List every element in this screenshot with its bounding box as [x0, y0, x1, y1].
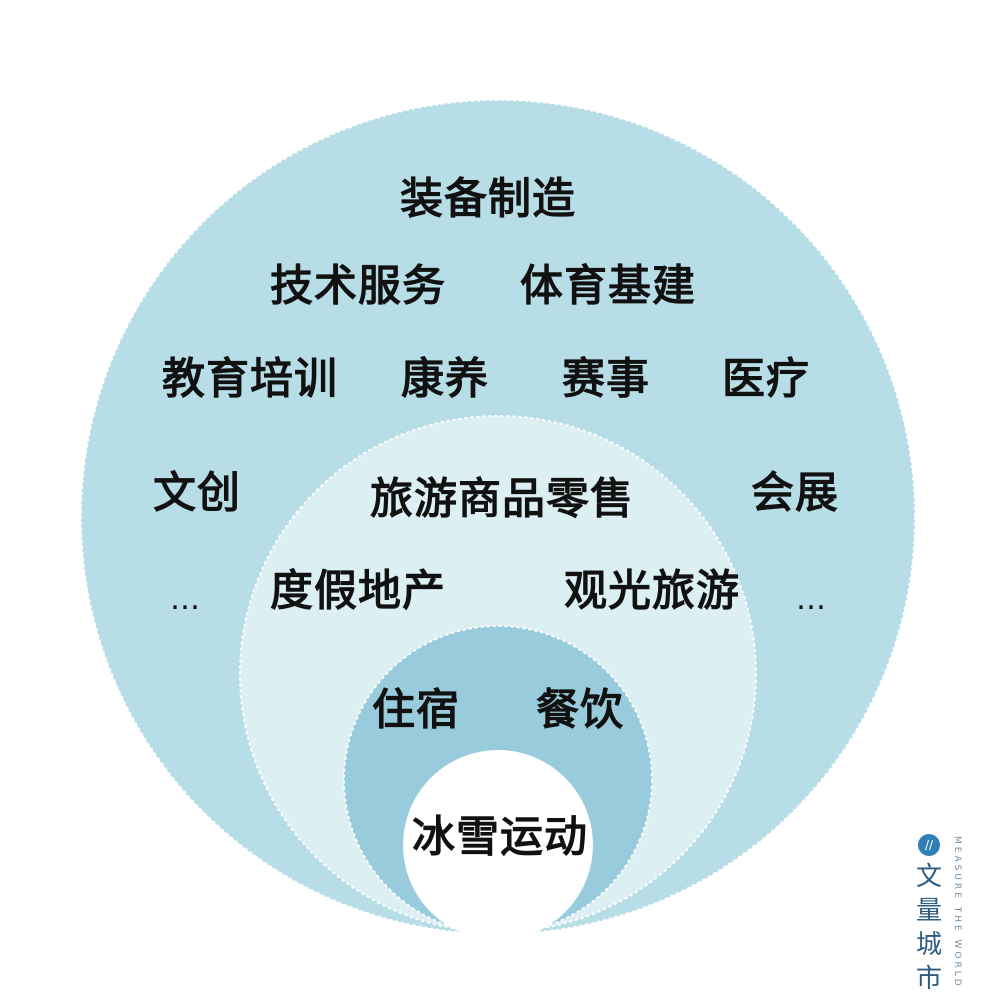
label-cultural-creative: 文创: [153, 468, 241, 519]
label-sightseeing: 观光旅游: [564, 566, 740, 617]
label-wellness: 康养: [401, 354, 489, 405]
core-circle: [403, 750, 593, 940]
label-catering: 餐饮: [536, 685, 624, 736]
label-ellipsis-right: …: [796, 582, 828, 617]
label-ellipsis-left: …: [170, 582, 202, 617]
label-medical: 医疗: [722, 354, 810, 405]
label-events: 赛事: [562, 354, 650, 405]
brand-watermark: // 文量城市 MEASURE THE WORLD: [912, 834, 972, 1004]
brand-tagline: MEASURE THE WORLD: [952, 836, 962, 989]
label-technical-services: 技术服务: [270, 261, 446, 312]
brand-logo-icon: //: [918, 834, 940, 856]
label-tourism-retail: 旅游商品零售: [370, 474, 634, 525]
label-exhibitions: 会展: [751, 468, 839, 519]
label-equipment-manufacturing: 装备制造: [400, 174, 576, 225]
label-core-ice-snow-sports: 冰雪运动: [412, 812, 588, 863]
label-sports-infrastructure: 体育基建: [520, 261, 696, 312]
label-education-training: 教育培训: [162, 354, 338, 405]
label-resort-real-estate: 度假地产: [270, 566, 446, 617]
brand-name: 文量城市: [916, 862, 943, 994]
label-accommodation: 住宿: [372, 685, 460, 736]
